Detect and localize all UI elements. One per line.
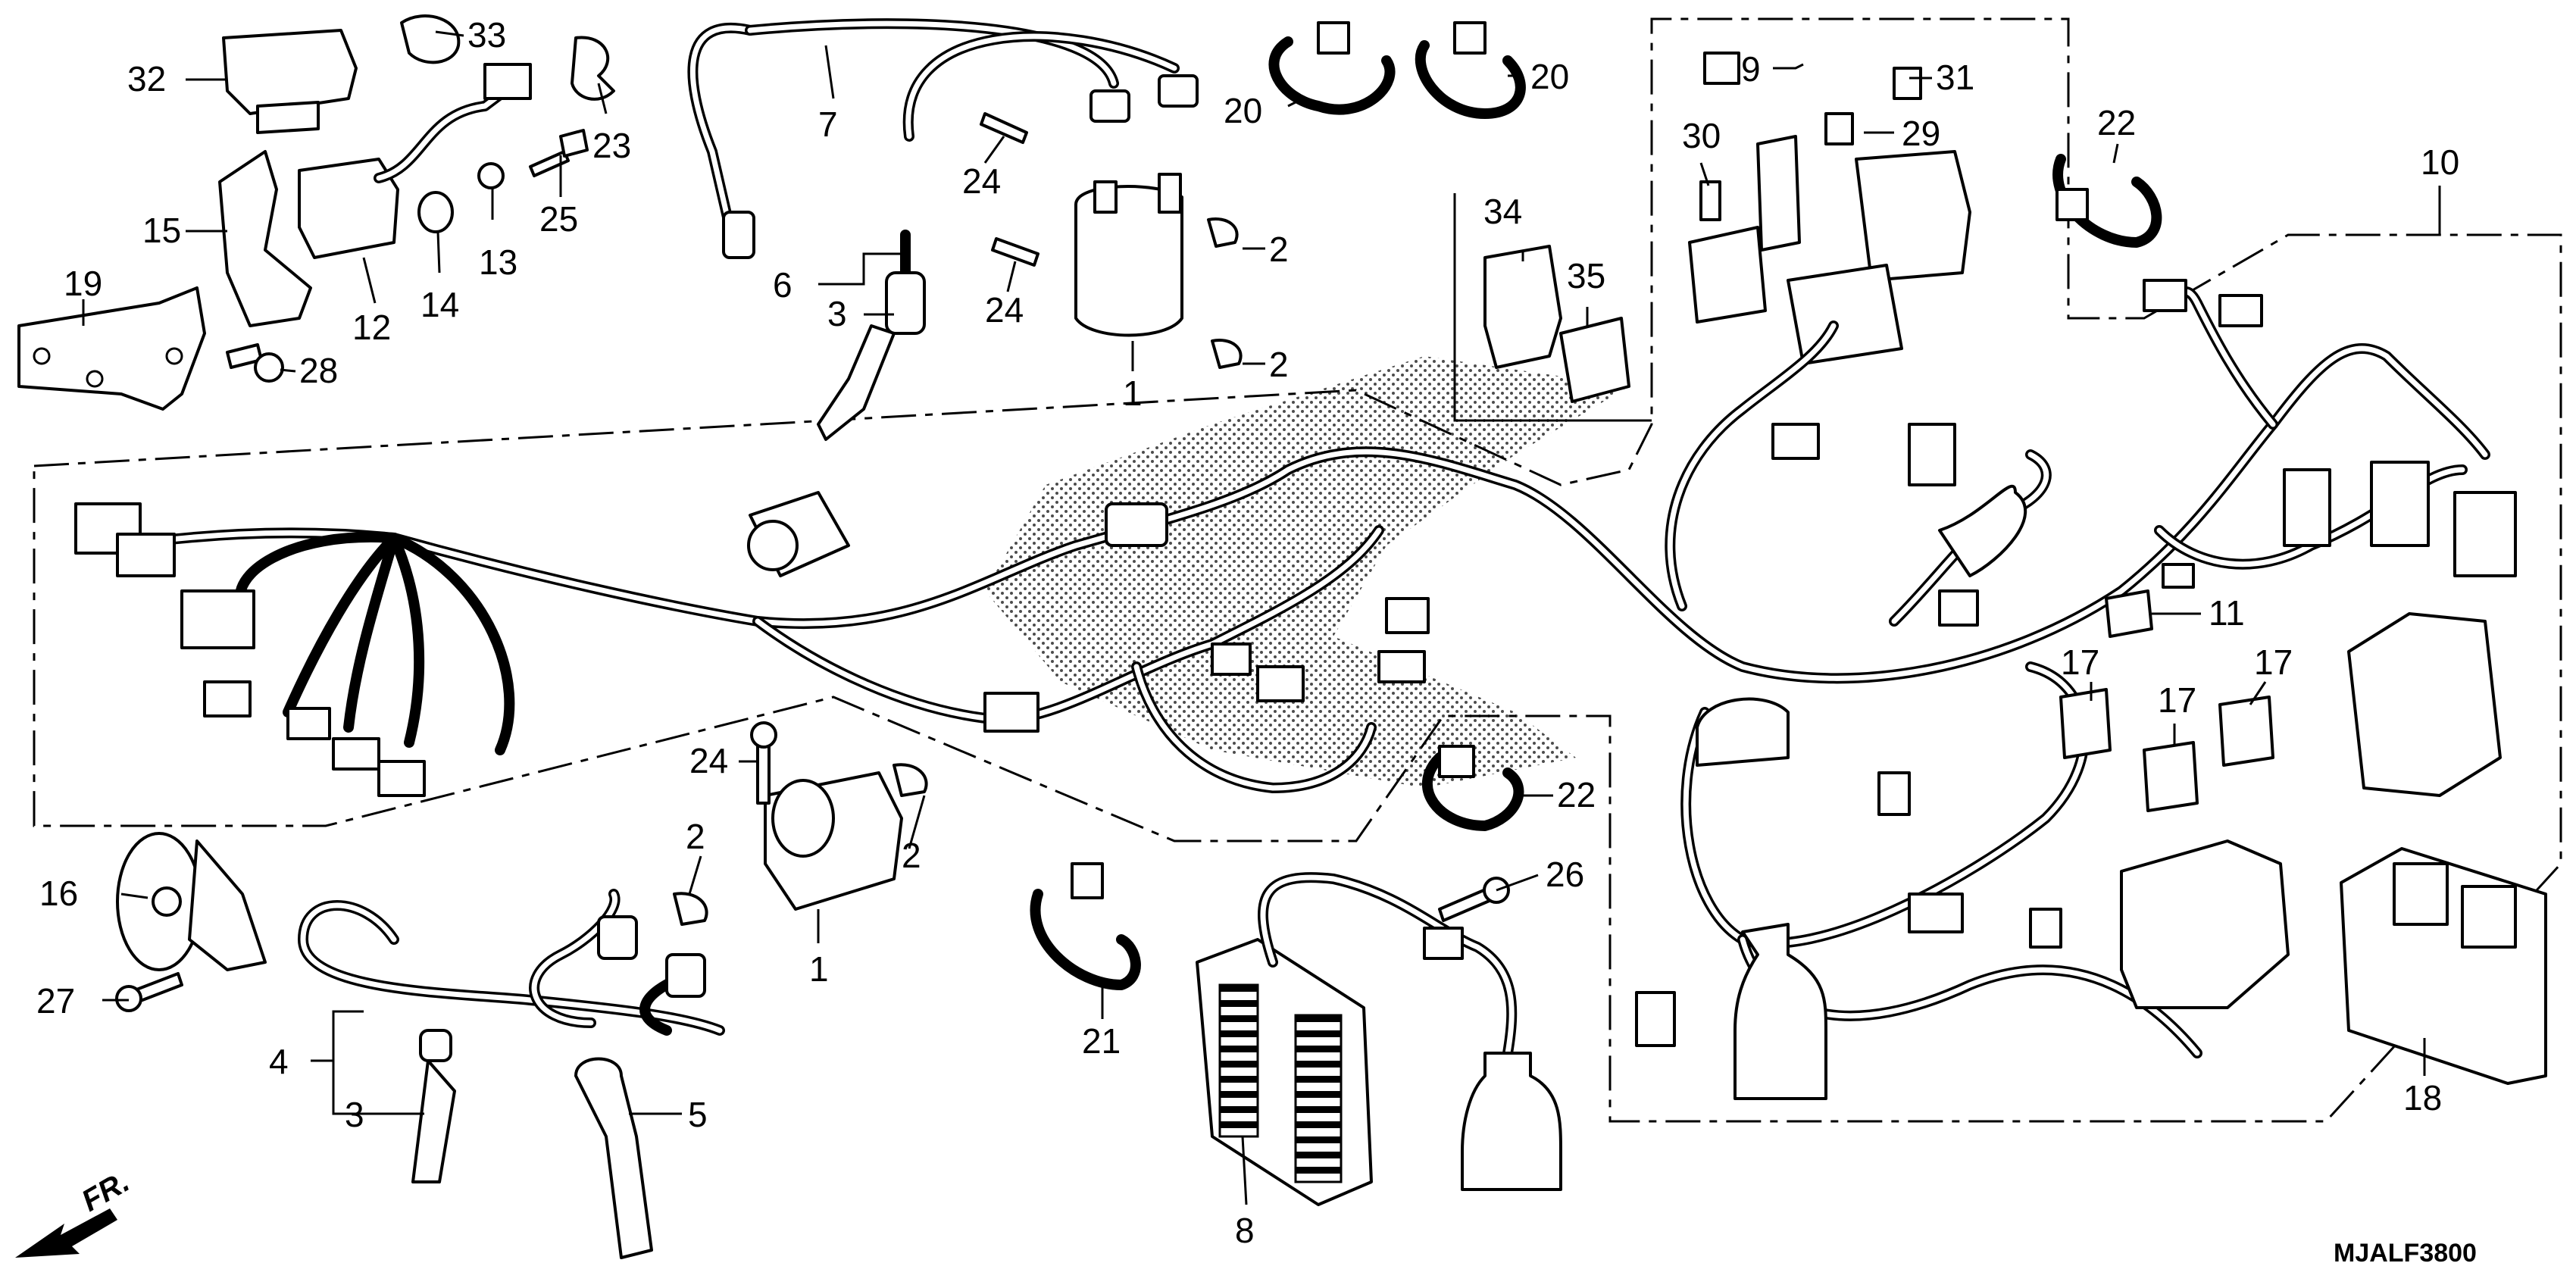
callout-28: 28 xyxy=(299,351,338,390)
clip-23 xyxy=(571,36,615,101)
callout-26: 26 xyxy=(1546,855,1584,894)
horn-16 xyxy=(116,832,267,971)
callout-17-a: 17 xyxy=(2061,642,2099,682)
callout-27: 27 xyxy=(36,981,75,1021)
callout-35: 35 xyxy=(1567,256,1605,295)
main-harness-group-frame xyxy=(33,17,2562,1123)
connector-11 xyxy=(2105,589,2153,638)
callout-31: 31 xyxy=(1936,58,1974,97)
callout-12: 12 xyxy=(352,308,391,347)
callout-24-c: 24 xyxy=(689,741,728,780)
callout-2-d: 2 xyxy=(902,836,921,875)
callout-2-a: 2 xyxy=(1269,230,1289,269)
regulator-8 xyxy=(1196,872,1562,1206)
junction-box xyxy=(2120,839,2290,1009)
callout-5: 5 xyxy=(688,1095,708,1134)
callout-16: 16 xyxy=(39,874,78,913)
diagram-code: MJALF3800 xyxy=(2334,1239,2477,1268)
callout-15: 15 xyxy=(142,211,181,250)
band-clip-22-top xyxy=(2052,154,2162,248)
callout-29: 29 xyxy=(1902,114,1940,153)
fuse-box xyxy=(1688,135,1971,365)
callout-4: 4 xyxy=(269,1042,289,1081)
ht-lead-7 xyxy=(687,18,1199,259)
band-clips-20 xyxy=(1268,21,1526,119)
callout-10: 10 xyxy=(2421,142,2459,182)
bracket-assembly xyxy=(17,150,312,411)
relay-group-frame xyxy=(1453,193,1652,422)
callout-22-lower: 22 xyxy=(1557,775,1596,814)
callout-22-top: 22 xyxy=(2097,103,2136,142)
bolt-26 xyxy=(1438,877,1510,922)
callout-19: 19 xyxy=(64,264,102,303)
switch-unit xyxy=(298,63,532,259)
callout-6: 6 xyxy=(773,265,792,305)
callout-30: 30 xyxy=(1682,116,1721,155)
band-clip-22-lower xyxy=(1421,745,1524,831)
fuse-holder-box xyxy=(2347,612,2502,797)
ht-lead-4 xyxy=(298,889,725,1036)
relay-35 xyxy=(1559,317,1630,403)
callout-2-b: 2 xyxy=(1269,345,1289,384)
ignition-coil-1 xyxy=(1074,173,1183,337)
leader-lines xyxy=(82,30,2441,1205)
callout-25: 25 xyxy=(539,199,578,239)
lower-bolts-and-nuts xyxy=(673,721,928,926)
relay-34 xyxy=(1483,245,1562,369)
callout-8: 8 xyxy=(1235,1211,1255,1250)
callout-32: 32 xyxy=(127,59,166,98)
callout-11: 11 xyxy=(2209,593,2245,633)
callout-14: 14 xyxy=(420,285,459,324)
callout-34: 34 xyxy=(1483,192,1522,231)
clamp-ring xyxy=(400,14,461,64)
callout-3-lower: 3 xyxy=(345,1095,364,1134)
main-harness-10 xyxy=(74,279,2517,1100)
stipple-shading xyxy=(985,356,1629,788)
callout-20-b: 20 xyxy=(1530,57,1569,96)
band-clip-21 xyxy=(1030,862,1141,990)
small-bolts xyxy=(226,129,589,383)
callout-24-a: 24 xyxy=(962,161,1001,201)
callout-23: 23 xyxy=(592,126,631,165)
relays-17 xyxy=(2059,688,2274,812)
callout-17-c: 17 xyxy=(2254,642,2293,682)
callout-1-lower: 1 xyxy=(809,949,829,989)
callout-13: 13 xyxy=(479,242,517,282)
callout-2-c: 2 xyxy=(686,817,705,856)
bolt-27 xyxy=(115,972,183,1012)
callout-20-a: 20 xyxy=(1224,91,1262,130)
callout-1-upper: 1 xyxy=(1123,374,1143,413)
callout-3-upper: 3 xyxy=(827,294,847,333)
callout-7: 7 xyxy=(818,105,838,144)
front-label: FR. xyxy=(77,1165,136,1218)
callout-33: 33 xyxy=(467,15,506,55)
fuses xyxy=(1699,52,1922,221)
callout-9: 9 xyxy=(1741,49,1761,89)
ignition-coil-1-lower xyxy=(764,771,903,911)
coil-bolts-and-nuts xyxy=(980,112,1243,369)
connector-cover xyxy=(222,29,358,134)
plug-cap-3-lower xyxy=(411,1029,456,1183)
front-arrow-icon xyxy=(15,1208,117,1258)
callout-24-b: 24 xyxy=(985,290,1024,330)
callout-18: 18 xyxy=(2403,1078,2442,1118)
plug-cap-5 xyxy=(574,1057,653,1259)
plug-cap-3 xyxy=(817,230,926,441)
callout-numbers: 32 33 23 25 13 14 12 15 19 28 7 6 3 24 2… xyxy=(36,15,2477,1268)
callout-21: 21 xyxy=(1082,1021,1121,1061)
ecm-unit-18 xyxy=(2340,847,2547,1085)
callout-17-b: 17 xyxy=(2158,680,2196,720)
